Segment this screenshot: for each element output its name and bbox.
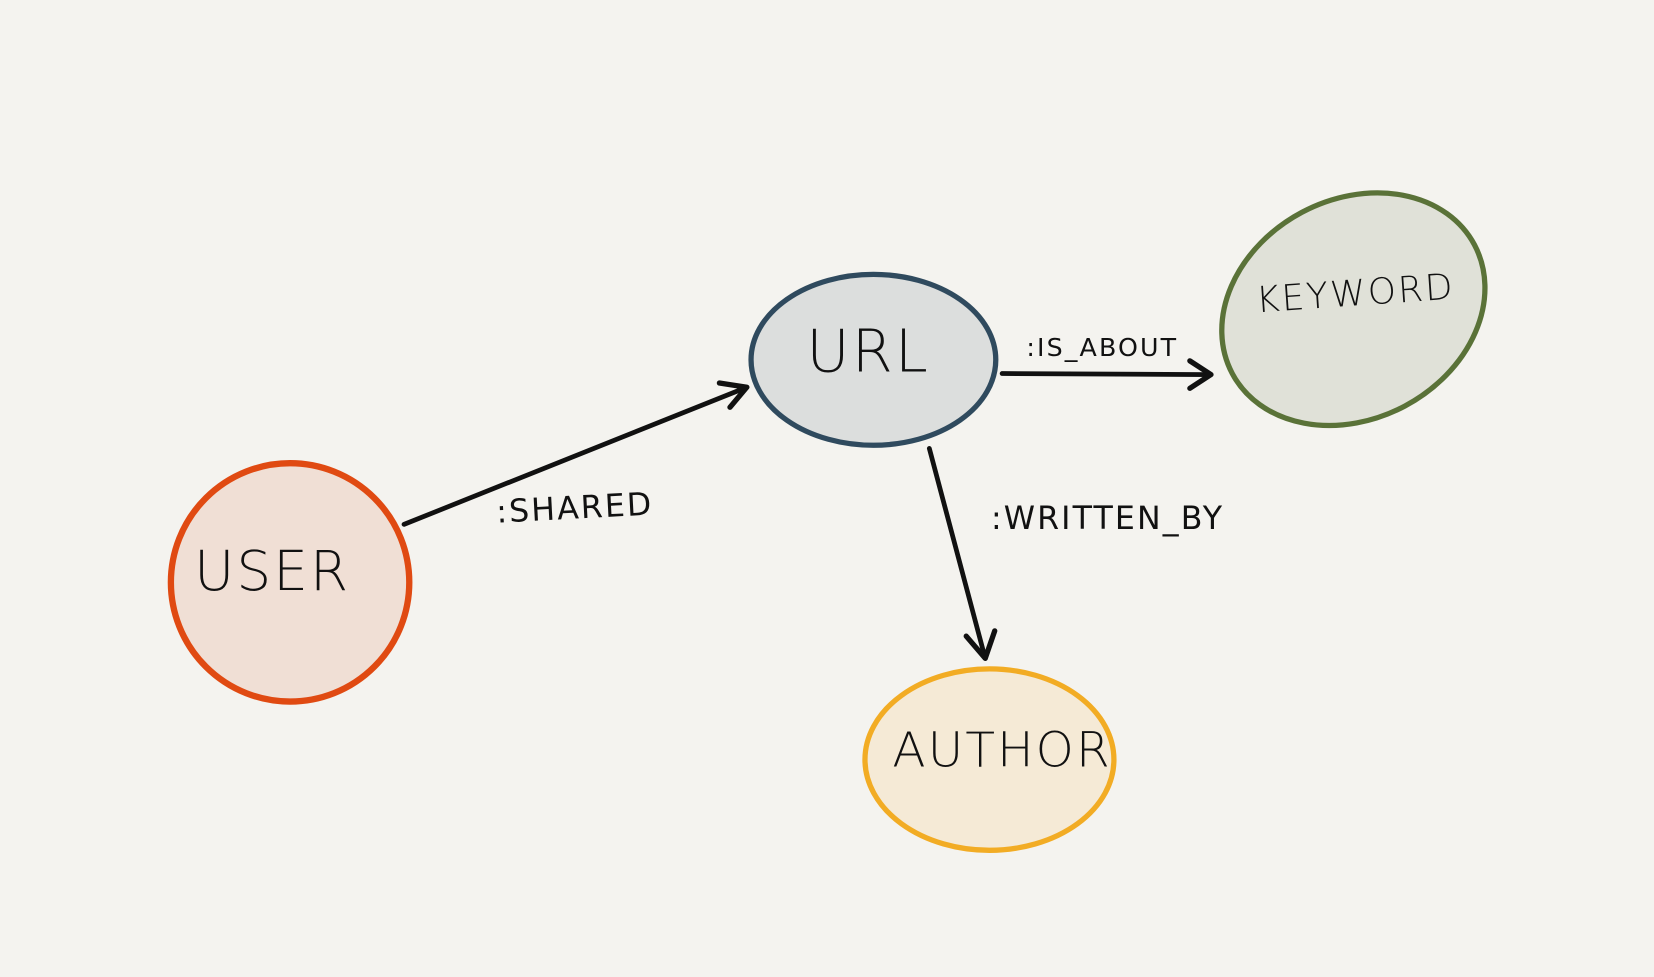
edge-line [926, 446, 988, 661]
edge-line [999, 371, 1214, 377]
arrowhead-icon [716, 380, 750, 410]
edge-line [401, 384, 750, 527]
edge-is-about: :IS_ABOUT [999, 333, 1214, 391]
node-shape [862, 666, 1117, 853]
node-shape [167, 460, 413, 705]
edge-label-is-about: :IS_ABOUT [1026, 333, 1178, 362]
node-label-url: URL [806, 317, 930, 386]
edge-written-by: :WRITTEN_BY [926, 446, 1224, 661]
node-shape [748, 271, 999, 448]
node-label-author: AUTHOR [892, 722, 1111, 778]
node-label-user: USER [194, 539, 350, 603]
edge-label-written-by: :WRITTEN_BY [991, 501, 1224, 537]
node-shape [1219, 190, 1488, 429]
node-keyword: KEYWORD [1219, 190, 1488, 429]
edge-shared: :SHARED [401, 380, 750, 531]
node-author: AUTHOR [862, 666, 1117, 853]
node-user: USER [167, 460, 413, 705]
node-url: URL [748, 271, 999, 448]
edge-label-shared: :SHARED [495, 487, 654, 531]
arrowhead-icon [1187, 358, 1214, 391]
arrowhead-icon [963, 628, 998, 661]
